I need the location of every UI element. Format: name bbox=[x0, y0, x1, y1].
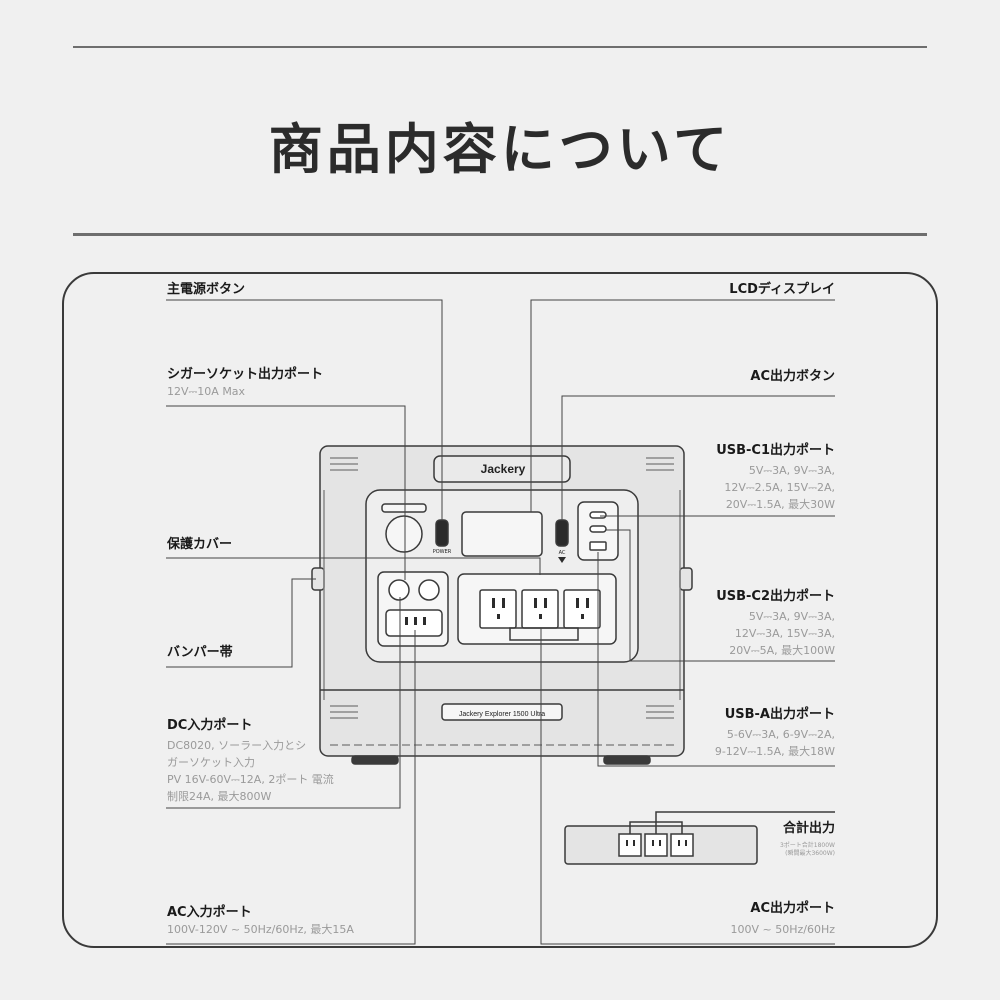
main-power-label: 主電源ボタン bbox=[167, 282, 246, 297]
foot-left bbox=[351, 755, 399, 765]
inset-outlet-3 bbox=[670, 833, 694, 857]
bumper-label: バンパー帯 bbox=[167, 645, 233, 660]
main-power-button[interactable] bbox=[385, 515, 423, 553]
usb-c1-port[interactable] bbox=[589, 511, 607, 519]
ac-output-spec: 100V ~ 50Hz/60Hz bbox=[730, 923, 835, 936]
outlet-slots bbox=[405, 598, 687, 846]
ac-output-button[interactable] bbox=[555, 519, 569, 547]
total-output-spec: 3ポート合計1800W (瞬間最大3600W) bbox=[779, 842, 835, 857]
usb-c1-label: USB-C1出力ポート bbox=[716, 443, 835, 458]
top-divider bbox=[73, 46, 927, 48]
total-output-label: 合計出力 bbox=[782, 821, 835, 836]
protective-cover-label: 保護カバー bbox=[167, 537, 233, 552]
lcd-display bbox=[461, 511, 543, 557]
diagram-frame bbox=[62, 272, 938, 948]
lcd-label: LCDディスプレイ bbox=[729, 282, 835, 297]
page-title: 商品内容について bbox=[268, 118, 732, 181]
bottom-divider bbox=[73, 233, 927, 236]
leader-lines bbox=[166, 299, 835, 945]
usb-c1-spec: 5V⎓3A, 9V⎓3A, 12V⎓2.5A, 15V⎓2A, 20V⎓1.5A… bbox=[724, 464, 835, 511]
usb-a-spec: 5-6V⎓3A, 6-9V⎓2A, 9-12V⎓1.5A, 最大18W bbox=[714, 728, 835, 758]
power-key-label: POWER bbox=[433, 549, 452, 555]
foot-right bbox=[603, 755, 651, 765]
bumper-right bbox=[679, 567, 693, 591]
cigar-port-label: シガーソケット出力ポート bbox=[167, 367, 324, 382]
usb-a-port[interactable] bbox=[589, 541, 607, 551]
ac-output-label: AC出力ポート bbox=[750, 901, 835, 916]
ac-outlet-1[interactable] bbox=[479, 589, 517, 629]
ac-button-label: AC出力ボタン bbox=[750, 369, 835, 384]
dc-input-port-2[interactable] bbox=[418, 579, 440, 601]
ac-input-label: AC入力ポート bbox=[167, 905, 252, 920]
dc-input-label: DC入力ポート bbox=[167, 718, 253, 733]
usb-a-label: USB-A出力ポート bbox=[724, 707, 835, 722]
dc-input-spec: DC8020, ソーラー入力とシ ガーソケット入力 PV 16V-60V⎓12A… bbox=[167, 739, 334, 803]
brand-plate bbox=[433, 455, 571, 483]
ac-outlet-3[interactable] bbox=[563, 589, 601, 629]
ac-input-spec: 100V-120V ~ 50Hz/60Hz, 最大15A bbox=[167, 923, 354, 936]
ac-outlet-2[interactable] bbox=[521, 589, 559, 629]
usb-c2-label: USB-C2出力ポート bbox=[716, 589, 835, 604]
power-key[interactable] bbox=[435, 519, 449, 547]
cigar-port-spec: 12V⎓10A Max bbox=[167, 385, 246, 398]
usb-c2-port[interactable] bbox=[589, 525, 607, 533]
model-plate bbox=[441, 703, 563, 721]
inset-outlet-2 bbox=[644, 833, 668, 857]
inset-outlet-1 bbox=[618, 833, 642, 857]
usb-c2-spec: 5V⎓3A, 9V⎓3A, 12V⎓3A, 15V⎓3A, 20V⎓5A, 最大… bbox=[729, 610, 835, 657]
model-plate-text: Jackery Explorer 1500 Ultra bbox=[459, 711, 545, 718]
dc-input-port-1[interactable] bbox=[388, 579, 410, 601]
brand-logo: Jackery bbox=[481, 462, 526, 476]
top-vents bbox=[330, 457, 674, 719]
ac-key-label: AC bbox=[559, 550, 566, 556]
